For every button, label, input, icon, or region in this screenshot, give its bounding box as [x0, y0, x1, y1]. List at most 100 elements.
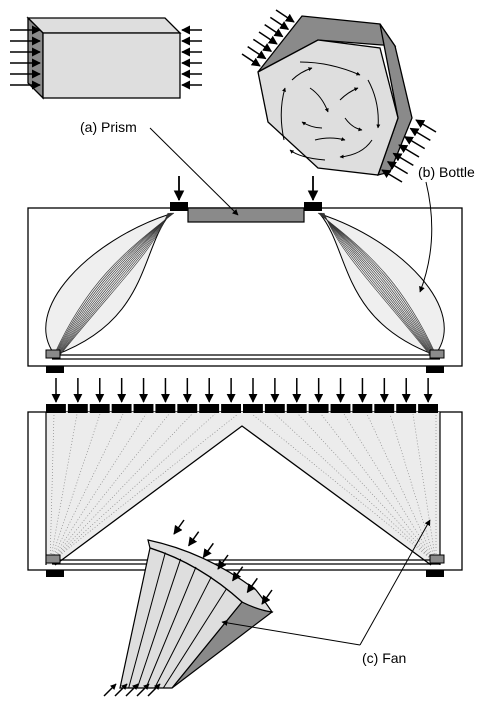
bottle-ul-arrow [264, 24, 284, 38]
prism-strut [187, 207, 305, 223]
bottle-detail [241, 9, 437, 183]
fan-right-line [274, 413, 437, 564]
fan-detail [103, 519, 274, 697]
fan-top-arrow [261, 589, 273, 605]
load-plate [418, 404, 438, 413]
fan-detail-top-arrows [173, 519, 273, 605]
fan-rib [162, 588, 228, 689]
lower-right-bearing-plate [426, 570, 444, 577]
upper-panel [27, 176, 463, 373]
bottle-ul-arrow [252, 38, 273, 52]
right-support-node [429, 349, 445, 359]
fan-right-line [297, 413, 437, 564]
fan-top-arrow [232, 566, 244, 582]
load-plate [243, 404, 263, 413]
bottle-right-line [318, 212, 436, 356]
bottle-left-line [58, 212, 170, 356]
fan-left-line [49, 413, 193, 564]
fan-right-line [412, 413, 437, 564]
bottle-ul-arrow [241, 53, 261, 67]
lower-panel [27, 378, 463, 577]
fan-top-arrow [173, 519, 185, 535]
fan-bottom-arrow [103, 683, 117, 697]
bottle-left-line [55, 212, 173, 356]
right-bearing-plate [426, 366, 444, 373]
fan-leader-2 [359, 519, 431, 646]
fan-rib [154, 576, 212, 689]
bottle-right-line [320, 212, 434, 356]
bottle-left-line [53, 212, 175, 356]
fan-right-line [251, 413, 437, 564]
fan-left-line [49, 413, 216, 564]
lower-left-bearing-plate [46, 570, 64, 577]
bottle-right-line [319, 212, 436, 356]
bottle-right-stress-lines [317, 212, 437, 356]
load-plate [374, 404, 395, 413]
fan-label: (c) Fan [362, 650, 406, 666]
bottle-right-line [321, 212, 433, 356]
bottle-ul-arrow [247, 46, 267, 60]
load-plate [308, 404, 329, 413]
bottle-lr-arrow [403, 136, 426, 150]
lower-left-node [45, 554, 61, 564]
bottle-ul-arrow [275, 9, 295, 23]
fan-top-arrow [246, 577, 258, 594]
fan-left-line [49, 413, 101, 564]
prism-label: (a) Prism [80, 119, 137, 135]
bottle-lr-arrow [398, 144, 420, 158]
fan-detail-ribs [128, 552, 228, 689]
bottle-right-line [322, 212, 432, 356]
fan-left-line [49, 413, 124, 564]
load-plate [111, 404, 132, 413]
fan-right-stress-lines [251, 413, 437, 564]
bottle-right-line [317, 212, 437, 356]
fan-leader [221, 619, 361, 646]
fan-detail-bottom-arrows [103, 683, 161, 697]
bottle-label: (b) Bottle [418, 164, 475, 180]
fan-bottom-arrow [125, 683, 139, 697]
fan-left-line [49, 413, 239, 564]
bottle-left-line [56, 212, 172, 356]
left-load-plate [170, 202, 188, 211]
bottle-ul-arrow [258, 31, 278, 45]
bottle-upper-left-arrows [241, 9, 295, 67]
bottle-right-line [323, 212, 431, 356]
load-plate [155, 404, 176, 413]
load-plate [46, 404, 66, 413]
bottle-left-line [59, 212, 169, 356]
distributed-load-row [46, 378, 438, 413]
fan-left-line [49, 413, 78, 564]
right-load-plate [304, 202, 322, 211]
prism-right-arrows [181, 25, 202, 90]
prism-block-detail [10, 16, 202, 100]
bottle-right-line [319, 212, 435, 356]
bottle-lower-right-arrows [381, 119, 437, 183]
prism-leader [149, 127, 239, 216]
fan-right-line [320, 413, 437, 564]
bottle-right-line [321, 212, 433, 356]
load-plate [330, 404, 351, 413]
load-plate [199, 404, 220, 413]
load-plate [177, 404, 198, 413]
bottle-right-line [323, 212, 431, 356]
load-plate [67, 404, 88, 413]
bottle-left-line [54, 212, 173, 356]
fan-top-arrow [188, 531, 200, 547]
bottle-leader [419, 181, 433, 293]
load-plate [133, 404, 154, 413]
bottle-left-line [57, 212, 171, 356]
bottle-left-stress-lines [53, 212, 175, 356]
load-plate [89, 404, 110, 413]
left-bearing-plate [46, 366, 64, 373]
bottle-right-line [320, 212, 434, 356]
fan-rib [136, 558, 182, 689]
fan-bottom-arrow [147, 683, 161, 697]
fan-left-line [49, 413, 147, 564]
fan-left-region [46, 412, 242, 565]
prism-left-arrows [10, 25, 41, 90]
left-support-node [45, 349, 61, 359]
load-plate [286, 404, 307, 413]
bottle-left-line [57, 212, 171, 356]
fan-right-line [343, 413, 437, 564]
